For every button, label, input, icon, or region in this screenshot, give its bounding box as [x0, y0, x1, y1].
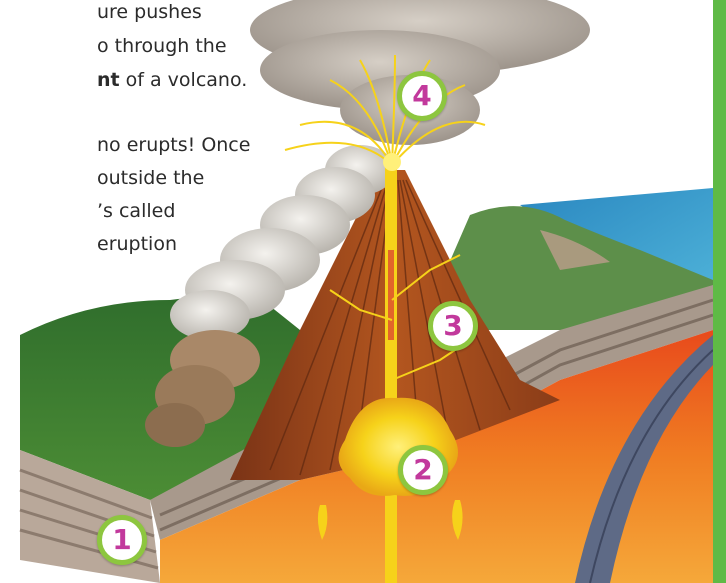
- marker-2: 2: [398, 445, 448, 495]
- conduit: [385, 160, 397, 583]
- text-line-3: nt of a volcano.: [97, 68, 247, 93]
- text-line-2: o through the: [97, 34, 227, 59]
- marker-4-label: 4: [412, 82, 431, 110]
- text-line-3-rest: of a volcano.: [120, 69, 248, 91]
- text-line-3-bold: nt: [97, 69, 120, 91]
- text-line-5: outside the: [97, 166, 204, 191]
- marker-3: 3: [428, 301, 478, 351]
- marker-4: 4: [397, 71, 447, 121]
- marker-3-label: 3: [443, 312, 462, 340]
- marker-1-label: 1: [112, 526, 131, 554]
- text-line-6: ’s called: [97, 199, 175, 224]
- text-line-1: ure pushes: [97, 0, 202, 25]
- marker-2-label: 2: [413, 456, 432, 484]
- marker-1: 1: [97, 515, 147, 565]
- side-bar: [713, 0, 726, 583]
- text-line-7: eruption: [97, 232, 177, 257]
- text-line-4: no erupts! Once: [97, 133, 250, 158]
